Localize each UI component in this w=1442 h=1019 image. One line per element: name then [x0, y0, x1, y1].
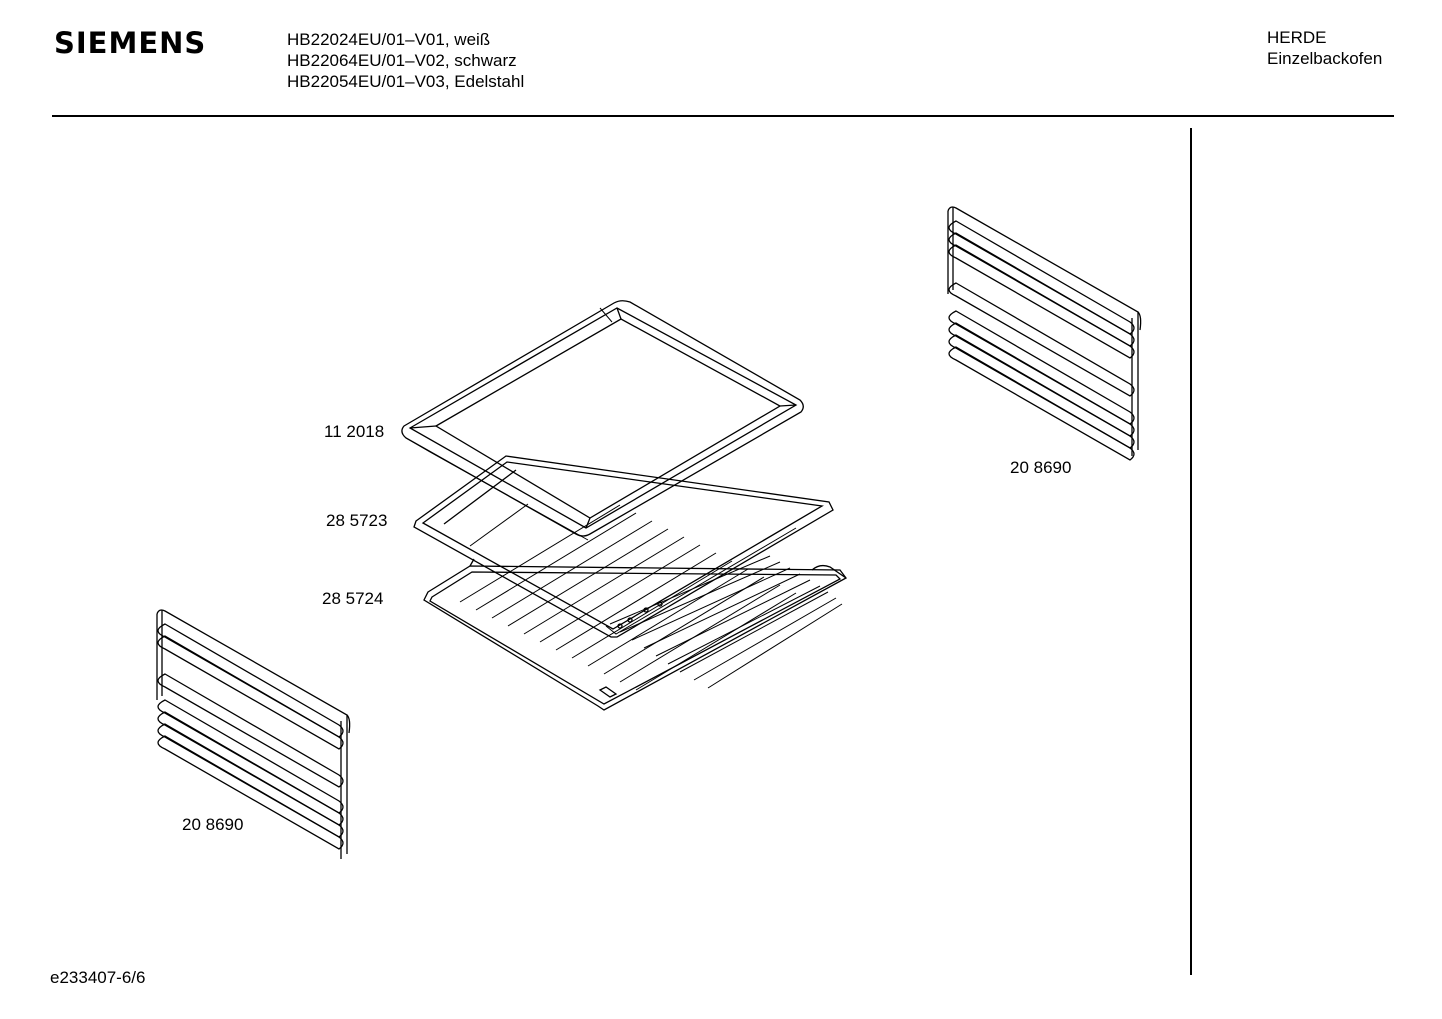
part-number-rail-right: 20 8690 — [1010, 458, 1072, 477]
category-block: HERDE Einzelbackofen — [1267, 27, 1382, 69]
model-line: HB22064EU/01–V02, schwarz — [287, 51, 517, 70]
document-id: e233407-6/6 — [50, 968, 146, 987]
side-rail-right-illustration[interactable] — [948, 207, 1141, 460]
model-line: HB22024EU/01–V01, weiß — [287, 30, 491, 49]
part-number-rail-left: 20 8690 — [182, 815, 244, 834]
siemens-logo: SIEMENS — [54, 26, 207, 60]
category-subtitle: Einzelbackofen — [1267, 49, 1383, 68]
part-number-baking-tray: 11 2018 — [324, 422, 385, 441]
baking-tray-illustration[interactable] — [402, 301, 803, 540]
enamel-tray-illustration[interactable] — [414, 456, 833, 637]
header-divider — [52, 115, 1394, 117]
part-number-grid-shelf: 28 5724 — [322, 589, 384, 608]
grid-shelf-illustration[interactable] — [424, 505, 846, 710]
side-rail-left-illustration[interactable] — [157, 610, 350, 859]
model-list: HB22024EU/01–V01, weiß HB22064EU/01–V02,… — [287, 29, 524, 92]
part-number-enamel-tray: 28 5723 — [326, 511, 388, 530]
model-line: HB22054EU/01–V03, Edelstahl — [287, 72, 525, 91]
vertical-divider — [1190, 128, 1192, 975]
category-title: HERDE — [1267, 28, 1327, 47]
